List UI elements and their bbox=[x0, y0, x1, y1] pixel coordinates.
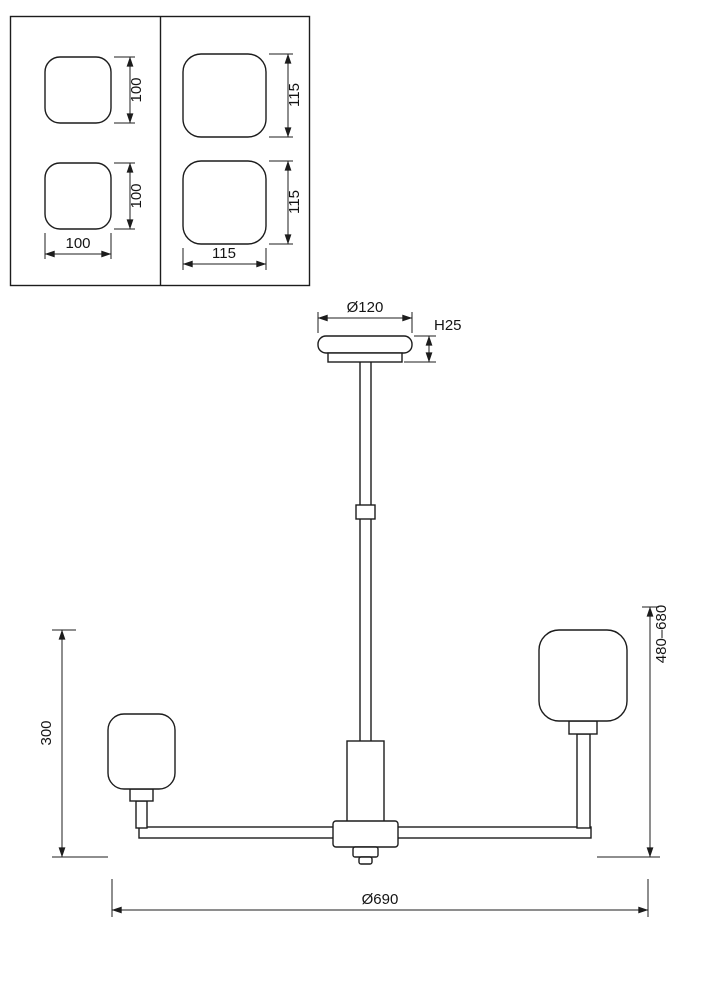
dim-label-overall-diameter: Ø690 bbox=[362, 891, 399, 908]
left-lamp-shade bbox=[107, 713, 176, 790]
large-shade-view-bottom bbox=[182, 160, 267, 245]
right-lamp-shade bbox=[538, 629, 628, 722]
fixture-dimensions: Ø120 H25 300 480–680 Ø690 bbox=[38, 299, 670, 917]
dim-label-large-shade-height-bottom: 115 bbox=[286, 190, 303, 214]
small-shade-view-bottom bbox=[44, 162, 112, 230]
small-shade-view-top bbox=[44, 56, 112, 124]
dim-large-shade-height-top: 115 bbox=[269, 53, 303, 138]
dim-large-shade-width: 115 bbox=[182, 245, 267, 270]
rod-coupler bbox=[355, 504, 376, 520]
dim-label-small-shade-height-top: 100 bbox=[128, 77, 145, 102]
dim-label-large-shade-width: 115 bbox=[212, 245, 236, 262]
suspension-rod bbox=[359, 359, 372, 743]
dim-label-small-shade-width: 100 bbox=[65, 235, 90, 252]
dim-label-small-shade-height-bottom: 100 bbox=[128, 183, 145, 208]
left-lamp-neck bbox=[129, 788, 154, 802]
right-lamp-neck bbox=[568, 720, 598, 735]
dim-label-canopy-height: H25 bbox=[434, 317, 462, 334]
dim-label-overall-height-range: 480–680 bbox=[653, 605, 670, 663]
left-lamp-riser bbox=[135, 800, 148, 829]
ceiling-canopy bbox=[317, 335, 413, 354]
dim-label-large-shade-height-top: 115 bbox=[286, 83, 303, 107]
large-shade-view-top bbox=[182, 53, 267, 138]
dim-label-side-drop-height: 300 bbox=[38, 720, 55, 745]
shade-detail-panel: 100 100 100 115 115 bbox=[9, 15, 311, 287]
canopy-lip bbox=[327, 352, 403, 363]
dim-small-shade-width: 100 bbox=[44, 233, 112, 259]
dim-overall-height-range: 480–680 bbox=[597, 605, 670, 858]
right-lamp-riser bbox=[576, 733, 591, 829]
dim-large-shade-height-bottom: 115 bbox=[269, 160, 303, 245]
hub-plate bbox=[332, 820, 399, 848]
dim-small-shade-height-top: 100 bbox=[114, 56, 145, 124]
dim-side-drop-height: 300 bbox=[38, 629, 108, 858]
dim-canopy-diameter: Ø120 bbox=[317, 299, 413, 333]
dim-small-shade-height-bottom: 100 bbox=[114, 162, 145, 230]
hub-knob bbox=[352, 846, 379, 858]
dim-overall-diameter: Ø690 bbox=[111, 879, 649, 917]
dim-label-canopy-diameter: Ø120 bbox=[347, 299, 384, 316]
fixture-front-view bbox=[107, 335, 628, 865]
central-body bbox=[346, 740, 385, 823]
dim-canopy-height: H25 bbox=[404, 317, 462, 363]
bottom-finial bbox=[358, 856, 373, 865]
